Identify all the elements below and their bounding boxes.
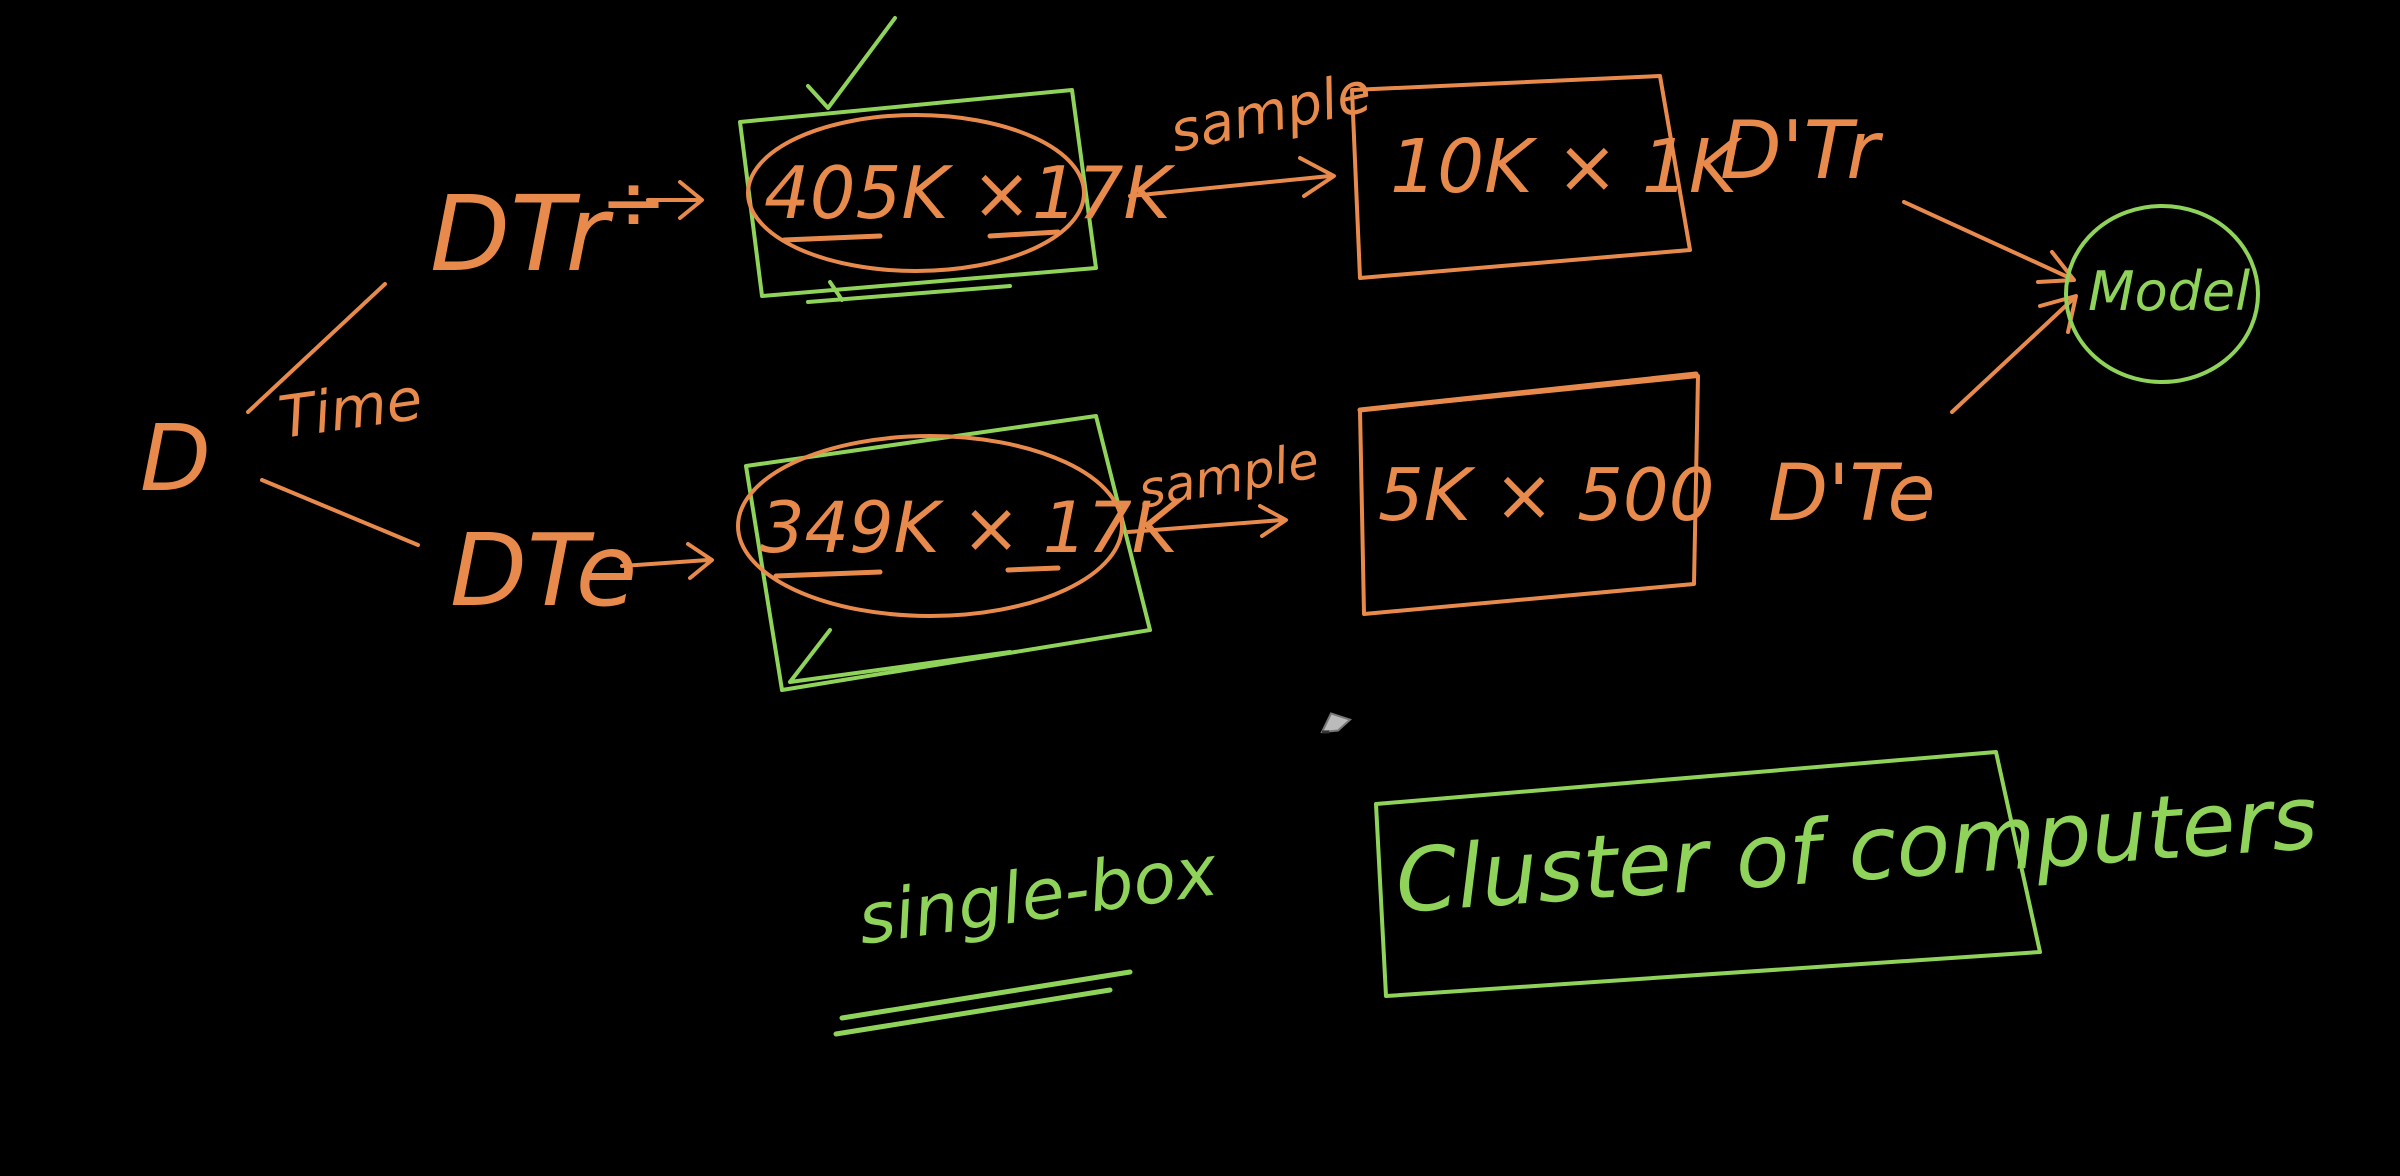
arrow-test-to-model: [1950, 294, 2078, 414]
sample-label-bottom: sample: [1134, 431, 1323, 520]
model-label: Model: [2088, 260, 2250, 323]
arrow-train-to-matrix: [646, 180, 704, 220]
arrow-train-to-model: [1902, 200, 2076, 284]
split-line-train: [246, 282, 387, 414]
train-size-underline: [781, 229, 1061, 243]
label-d-te: DTe: [450, 512, 637, 629]
arrow-sample-top: [1128, 156, 1336, 198]
label-d-te-prime: D'Te: [1768, 449, 1936, 539]
train-single-box-frame: [738, 88, 1098, 298]
arrow-test-to-matrix: [620, 542, 714, 580]
sample-label-top: sample: [1164, 60, 1377, 166]
label-time: Time: [274, 365, 426, 452]
label-d-tr-prime: D'Tr: [1720, 104, 1884, 197]
arrow-sample-bottom: [1126, 504, 1288, 538]
test-matrix-ellipse: [736, 434, 1124, 618]
cluster-box: [1374, 750, 2042, 998]
train-sample-box: [1350, 74, 1692, 280]
train-matrix-ellipse: [746, 113, 1086, 273]
test-size-underline: [773, 565, 1061, 579]
test-sample-box-top-line: [1357, 371, 1699, 413]
label-d-tr: DTr: [430, 173, 615, 295]
test-box-underline: [788, 628, 1012, 684]
single-box-label: single-box: [853, 829, 1223, 961]
single-box-underline: [833, 969, 1133, 1037]
model-circle: [2064, 204, 2260, 384]
checkmark-icon: [806, 16, 897, 110]
train-matrix-size: 405K ×17K: [764, 151, 1175, 235]
label-d: D: [140, 405, 211, 512]
train-sample-size: 10K × 1K: [1390, 124, 1743, 210]
test-matrix-size: 349K × 17K: [760, 487, 1183, 569]
split-line-test: [260, 478, 420, 547]
test-single-box-frame: [744, 414, 1152, 692]
test-sample-size: 5K × 500: [1378, 453, 1715, 537]
pen-cursor-icon: [1320, 712, 1352, 734]
train-box-underline: [806, 280, 1012, 304]
divide-sign: ÷: [600, 156, 667, 249]
